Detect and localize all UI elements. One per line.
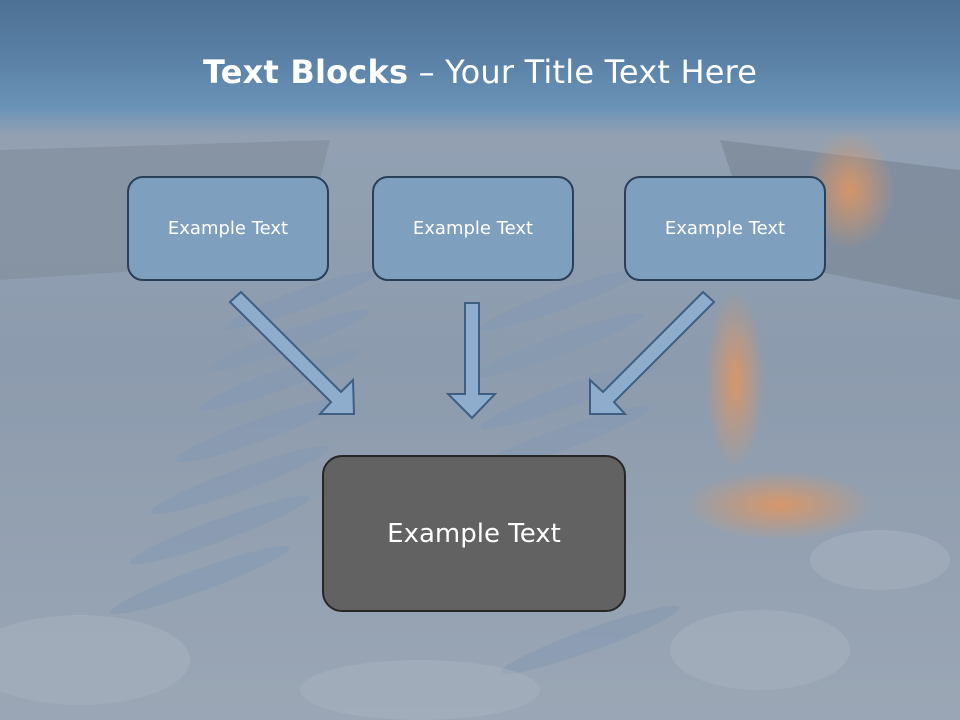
text-block-2-label: Example Text <box>412 218 534 239</box>
arrow-left <box>228 290 356 415</box>
text-block-1[interactable]: Example Text <box>127 176 329 281</box>
title-rest: Your Title Text Here <box>445 53 758 91</box>
arrow-center <box>445 302 498 420</box>
page-title: Text Blocks – Your Title Text Here <box>203 53 757 97</box>
title-dash: – <box>408 53 446 91</box>
text-block-1-label: Example Text <box>167 218 289 239</box>
title-bar <box>0 0 960 135</box>
text-block-3[interactable]: Example Text <box>624 176 826 281</box>
title-bold: Text Blocks <box>203 53 409 91</box>
result-block[interactable]: Example Text <box>322 455 626 612</box>
result-block-label: Example Text <box>387 518 561 549</box>
text-block-2[interactable]: Example Text <box>372 176 574 281</box>
arrow-right <box>589 290 716 415</box>
text-block-3-label: Example Text <box>664 218 786 239</box>
